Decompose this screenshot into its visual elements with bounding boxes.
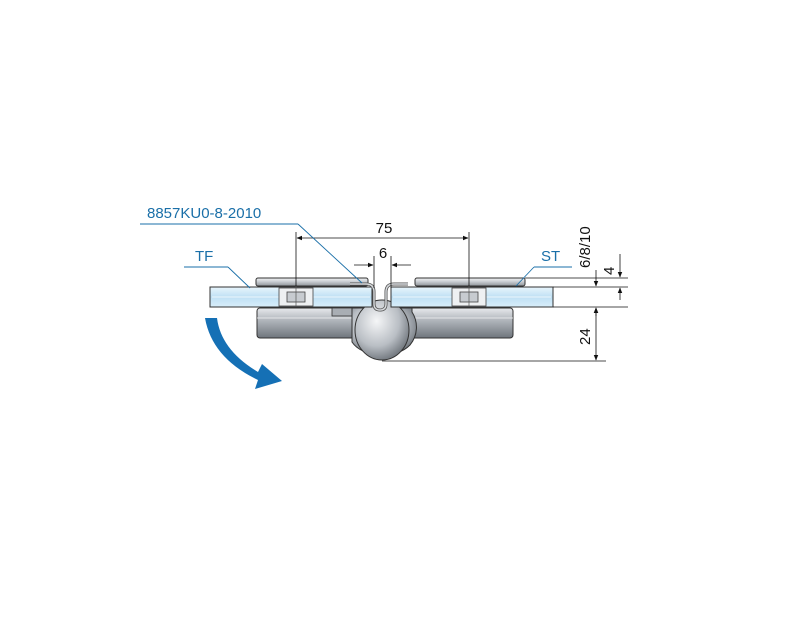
dimension-width-label: 75 xyxy=(376,220,393,237)
dimension-width: 75 xyxy=(295,220,470,286)
dimension-depth-label: 24 xyxy=(577,328,594,345)
leader-part-number: 8857KU0-8-2010 xyxy=(140,205,363,284)
leader-st: ST xyxy=(515,248,572,287)
screw-insert-right xyxy=(451,286,487,307)
clamp-plate-right xyxy=(414,277,526,287)
clamp-plate-left xyxy=(255,277,369,287)
dimension-vertical: 6/8/10 4 24 xyxy=(382,226,628,362)
right-panel-label: ST xyxy=(541,248,560,265)
dimension-gap: 6 xyxy=(354,245,411,288)
leader-tf: TF xyxy=(184,248,251,289)
left-panel-label: TF xyxy=(195,248,213,265)
dimension-plate-label: 4 xyxy=(601,267,618,275)
hinge-knuckle xyxy=(351,299,417,361)
seal-profile xyxy=(350,282,408,312)
curved-arrow-icon xyxy=(205,318,282,389)
screw-insert-left xyxy=(278,286,314,307)
part-number-label: 8857KU0-8-2010 xyxy=(147,205,261,222)
dimension-gap-label: 6 xyxy=(379,245,387,262)
dimension-glass-label: 6/8/10 xyxy=(577,226,594,268)
